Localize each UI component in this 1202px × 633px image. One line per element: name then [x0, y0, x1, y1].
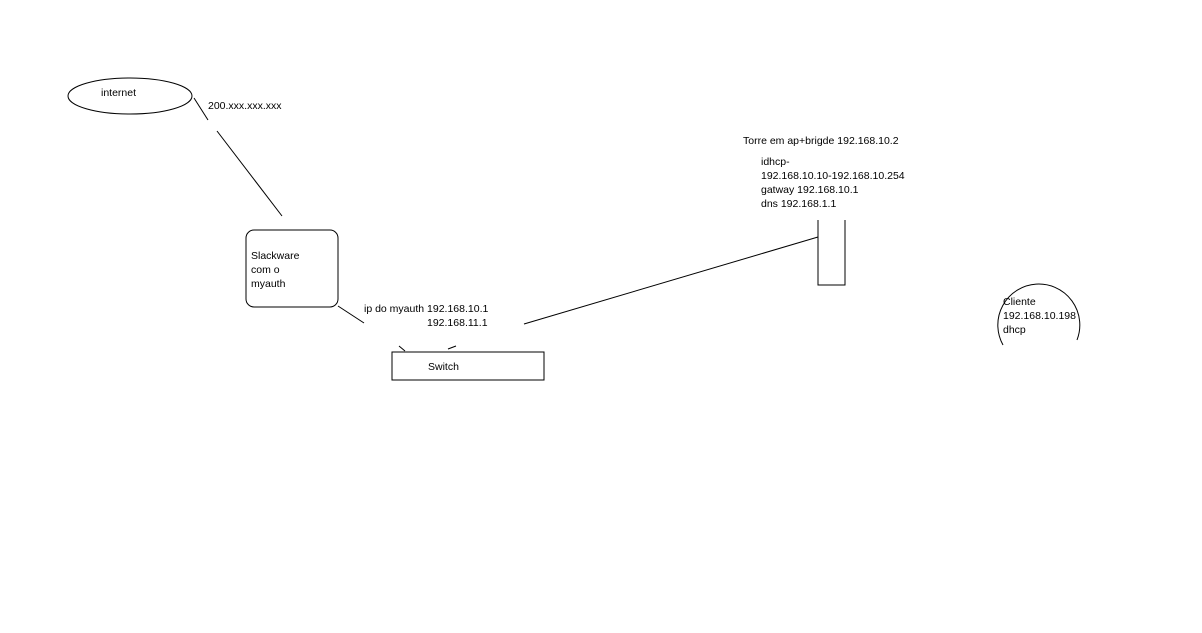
myauth-ip-label: ip do myauth 192.168.10.1	[364, 303, 489, 315]
client-circle	[997, 283, 1081, 346]
switch-tower-link	[523, 236, 819, 325]
tower-config-label: idhcp- 192.168.10.10-192.168.10.254 gatw…	[761, 155, 905, 211]
tower-config-line: dns 192.168.1.1	[761, 198, 837, 210]
myauth-ip-label-secondary: 192.168.11.1	[427, 317, 488, 329]
client-label-line: dhcp	[1003, 324, 1026, 336]
internet-server-link-lower	[216, 130, 283, 217]
tower-config-line: gatway 192.168.10.1	[761, 184, 859, 196]
server-box	[245, 229, 339, 308]
tower-shape	[817, 220, 846, 286]
internet-server-link	[193, 97, 209, 121]
server-label-line: com o	[251, 264, 280, 276]
switch-port-tick-left	[398, 345, 406, 352]
server-label-line: myauth	[251, 278, 286, 290]
server-switch-link	[337, 305, 365, 324]
switch-box	[391, 351, 545, 381]
server-label-line: Slackware	[251, 250, 300, 262]
switch-label: Switch	[428, 361, 459, 373]
client-label-line: 192.168.10.198	[1003, 310, 1076, 322]
tower-config-line: idhcp-	[761, 156, 790, 168]
client-label-line: Cliente	[1003, 296, 1036, 308]
client-label: Cliente 192.168.10.198 dhcp	[1003, 295, 1076, 337]
switch-port-tick-right	[447, 345, 457, 350]
tower-config-line: 192.168.10.10-192.168.10.254	[761, 170, 905, 182]
internet-ellipse	[67, 77, 193, 115]
internet-label: internet	[101, 87, 137, 99]
server-label: Slackware com o myauth	[251, 249, 299, 291]
internet-ip-label: 200.xxx.xxx.xxx	[208, 100, 282, 112]
tower-title-label: Torre em ap+brigde 192.168.10.2	[743, 135, 899, 147]
